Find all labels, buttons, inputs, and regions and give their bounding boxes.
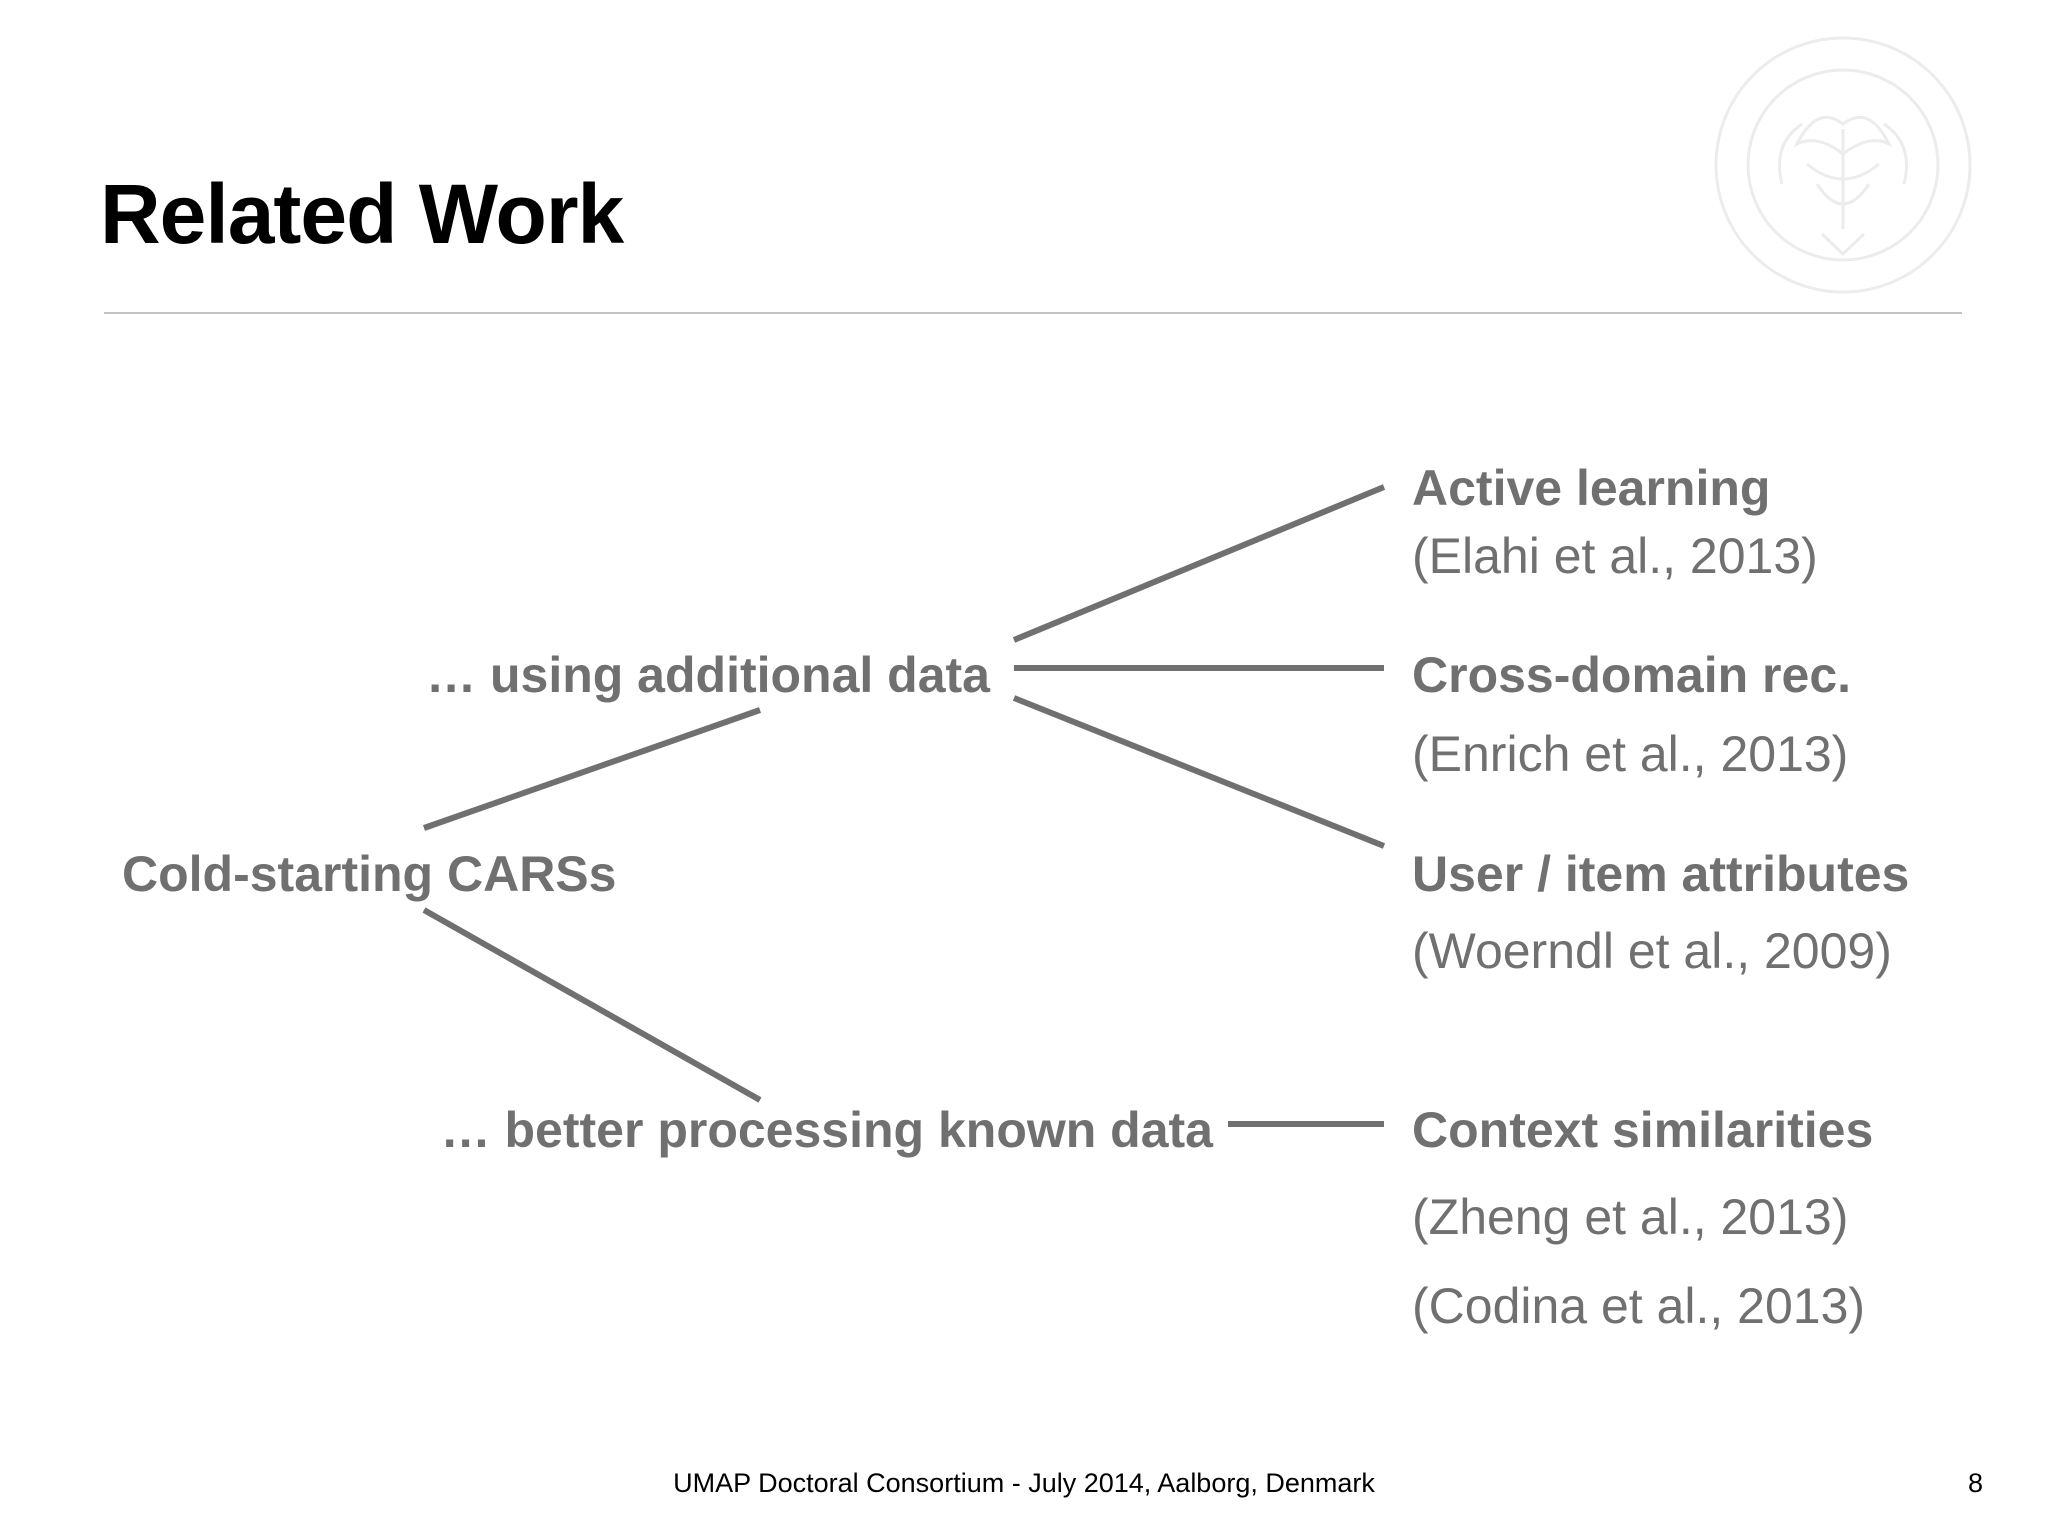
page-number: 8 bbox=[1968, 1468, 1984, 1498]
slide-footer: UMAP Doctoral Consortium - July 2014, Aa… bbox=[673, 1468, 1375, 1498]
leaf-cross-domain-label: Cross-domain rec. bbox=[1412, 647, 1852, 703]
leaf-active-learning-citation: (Elahi et al., 2013) bbox=[1412, 528, 1818, 584]
leaf-context-similarities-citation: (Zheng et al., 2013) bbox=[1412, 1189, 1849, 1245]
connector-root-to-additional bbox=[423, 707, 761, 831]
leaf-attributes-citation: (Woerndl et al., 2009) bbox=[1412, 923, 1892, 979]
branch-processing-label: … better processing known data bbox=[440, 1102, 1213, 1158]
university-seal-icon bbox=[1714, 36, 1972, 294]
connector-root-to-processing bbox=[422, 907, 762, 1103]
leaf-cross-domain-citation: (Enrich et al., 2013) bbox=[1412, 726, 1849, 782]
title-divider bbox=[104, 312, 1962, 314]
leaf-active-learning-label: Active learning bbox=[1412, 460, 1771, 516]
leaf-context-similarities-label: Context similarities bbox=[1412, 1102, 1874, 1158]
branch-additional-label: … using additional data bbox=[426, 647, 990, 703]
leaf-context-similarities-citation: (Codina et al., 2013) bbox=[1412, 1278, 1866, 1334]
slide-title: Related Work bbox=[100, 167, 624, 261]
connector-additional-to-attributes bbox=[1012, 695, 1386, 849]
connector-additional-to-active bbox=[1012, 484, 1386, 643]
root-node-label: Cold-starting CARSs bbox=[122, 846, 617, 902]
leaf-attributes-label: User / item attributes bbox=[1412, 846, 1910, 902]
